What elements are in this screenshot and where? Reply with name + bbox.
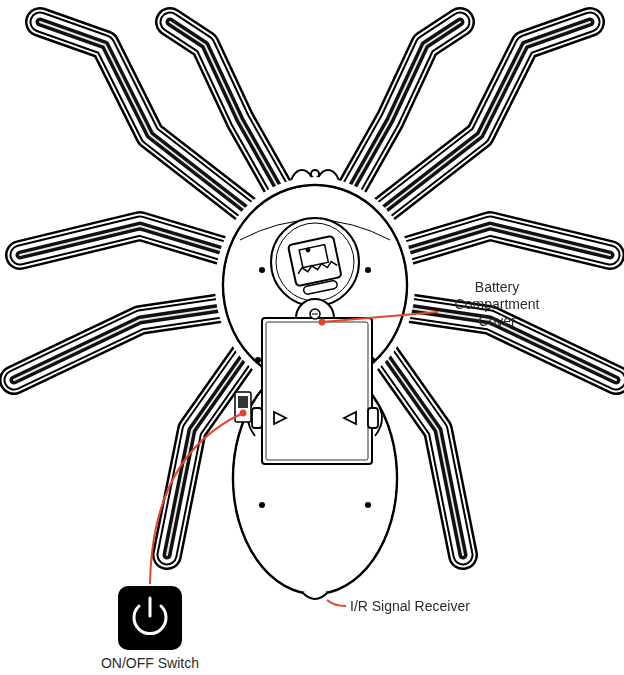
drive-mechanism <box>271 218 359 306</box>
side-latches <box>248 400 382 436</box>
spider-body <box>219 181 411 598</box>
screw-holes <box>255 267 375 508</box>
ir-receiver <box>302 592 328 599</box>
leader-dots <box>240 319 326 417</box>
power-icon <box>118 586 182 650</box>
slide-switch <box>235 392 251 422</box>
ir-receiver-label: I/R Signal Receiver <box>350 598 530 615</box>
battery-cover <box>262 299 372 464</box>
battery-cover-label: Battery Compartment Cover <box>442 279 552 330</box>
switch-label: ON/OFF Switch <box>80 655 220 672</box>
leader-lines <box>150 312 438 606</box>
